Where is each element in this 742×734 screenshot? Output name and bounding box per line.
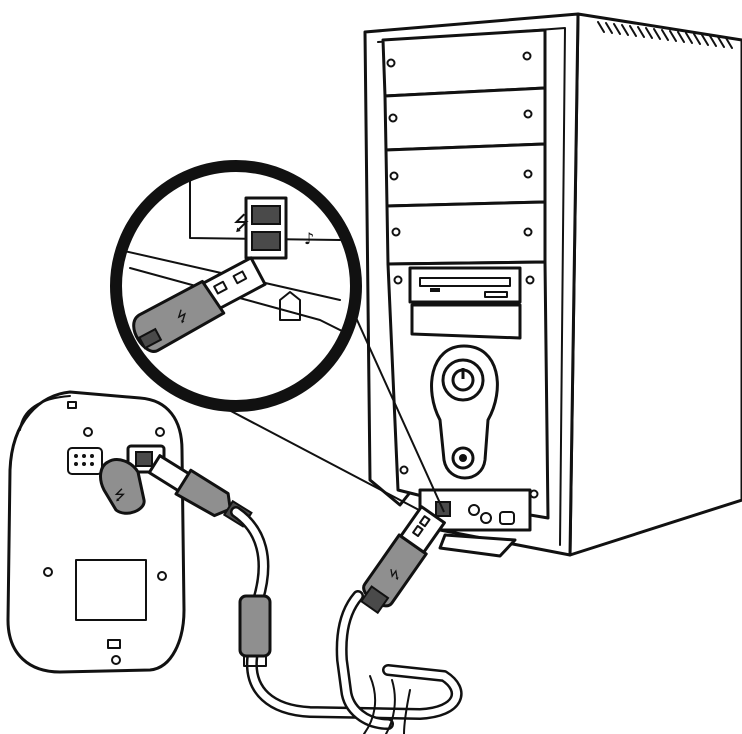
drive-bay-3 xyxy=(384,142,547,208)
camera-label-panel xyxy=(75,559,147,621)
zoom-magnifier: ⭍ ♪ ⭍ xyxy=(110,160,362,412)
headphone-icon: ♪ xyxy=(304,229,314,248)
audio-jack-2 xyxy=(480,512,492,524)
camera-port-cover xyxy=(99,458,146,515)
usb-a-connector: ⭍ xyxy=(359,505,446,615)
audio-jack-1 xyxy=(468,504,480,516)
ferrite-core xyxy=(238,594,272,667)
tower-vent-slots xyxy=(597,21,733,49)
camera-speaker-grille xyxy=(67,447,103,475)
drive-bay-4 xyxy=(385,200,547,266)
drive-bay-1 xyxy=(381,28,547,98)
usb-symbol-icon: ⭍ xyxy=(233,211,250,235)
floppy-drive xyxy=(408,266,522,340)
power-button-housing xyxy=(430,344,499,480)
computer-tower xyxy=(363,12,742,558)
drive-bays xyxy=(381,28,547,266)
power-button-icon xyxy=(441,358,485,402)
svg-text:⭍: ⭍ xyxy=(114,488,126,504)
digital-camera: ⭍ xyxy=(6,390,186,674)
tower-side-panel xyxy=(568,12,742,557)
zoom-callout-lines xyxy=(209,299,445,521)
zoom-usb-plug: ⭍ xyxy=(132,256,267,353)
drive-bay-2 xyxy=(383,86,547,152)
usb-cable: ⭍ xyxy=(147,454,463,734)
